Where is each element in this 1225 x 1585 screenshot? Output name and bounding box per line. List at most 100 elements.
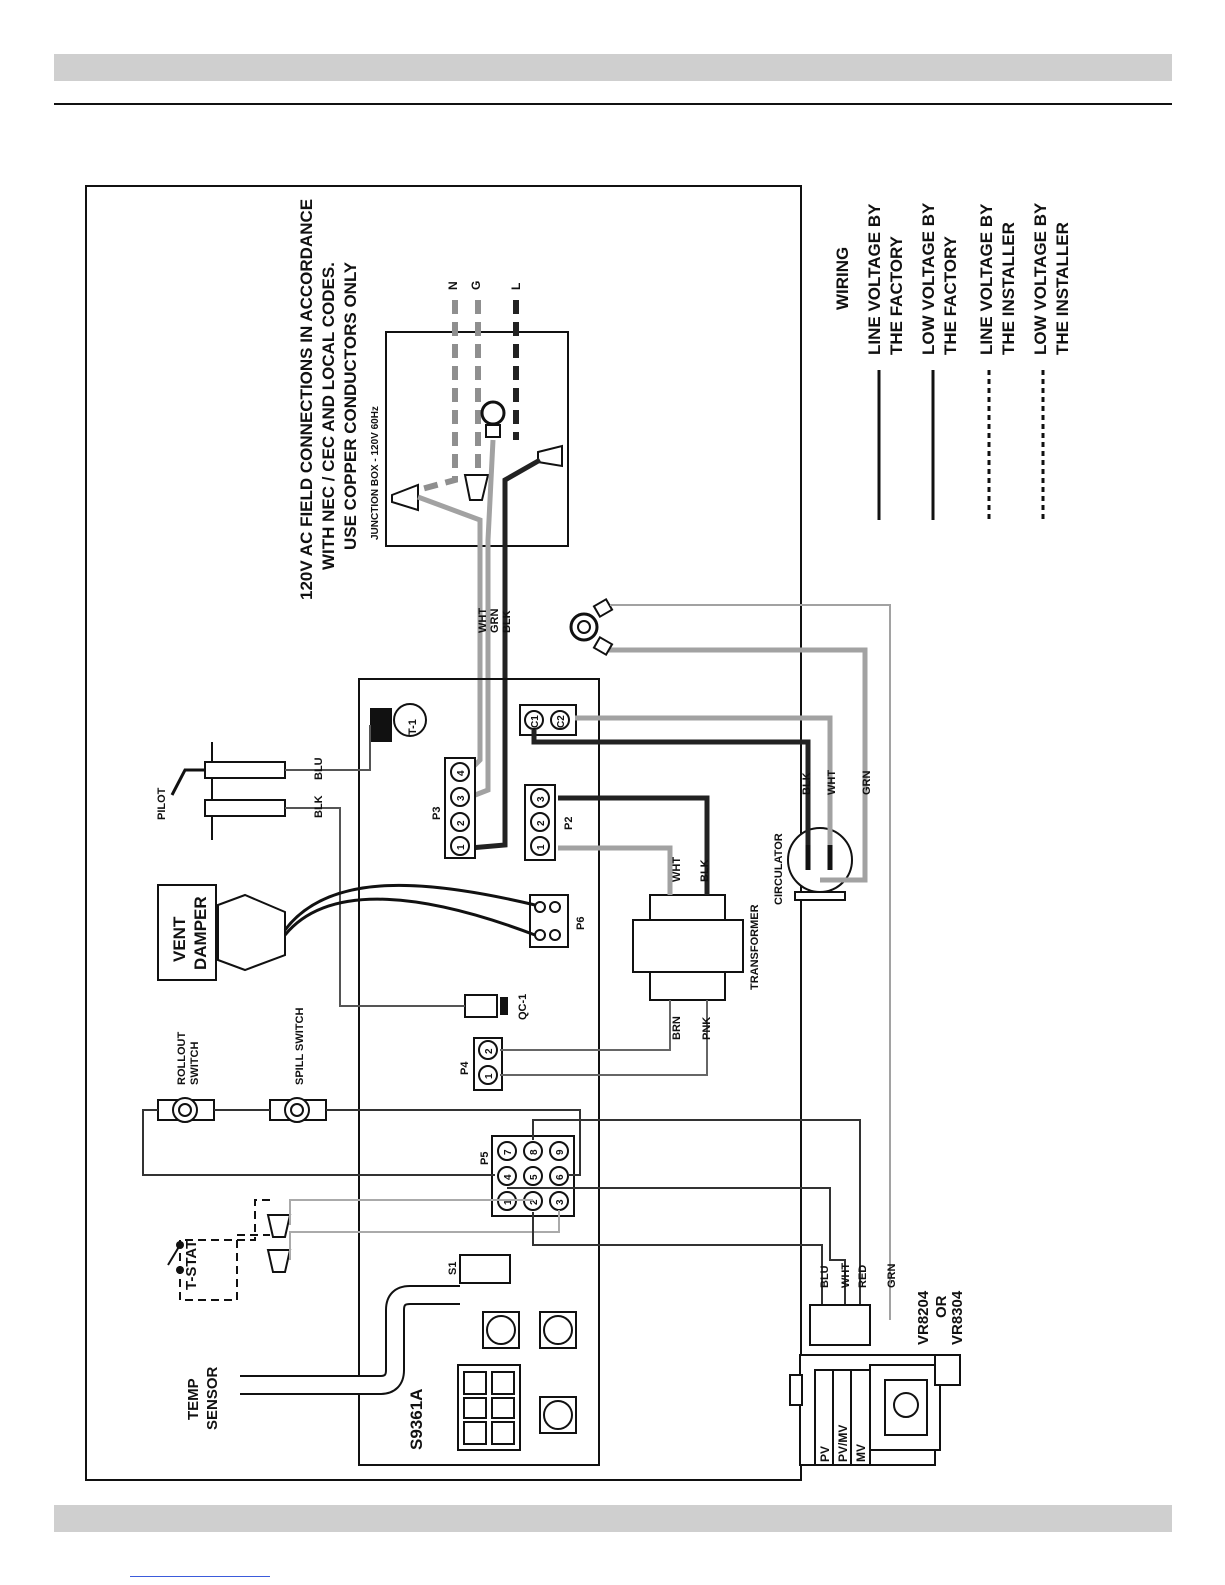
p3-pin-2: 2 bbox=[456, 820, 467, 826]
control-board bbox=[358, 678, 600, 1466]
p2-pin-1: 1 bbox=[536, 844, 547, 850]
p5-pin-7: 7 bbox=[503, 1149, 514, 1155]
legend-item-2-line1: LOW VOLTAGE BY bbox=[919, 202, 938, 355]
c1-label: C1 bbox=[530, 715, 541, 728]
wire-label-blu-pilot: BLU bbox=[313, 757, 325, 780]
wire-label-grn-1: GRN bbox=[489, 609, 501, 634]
p2-pin-2: 2 bbox=[536, 820, 547, 826]
installer-line-wires bbox=[417, 300, 519, 493]
legend-item-1-line1: LINE VOLTAGE BY bbox=[865, 203, 884, 355]
wire-label-blk-pilot: BLK bbox=[313, 795, 325, 818]
wire-label-blk-1: BLK bbox=[501, 610, 513, 633]
p3-pin-3: 3 bbox=[456, 795, 467, 801]
wiring-legend: WIRING LINE VOLTAGE BY THE FACTORY LOW V… bbox=[833, 202, 1072, 520]
temp-sensor-label-1: TEMP bbox=[185, 1378, 202, 1420]
valve-pvmv-label: PV/MV bbox=[836, 1425, 850, 1462]
board-label: S9361A bbox=[407, 1389, 426, 1450]
p5-pin-4: 4 bbox=[503, 1174, 514, 1180]
legend-item-2-line2: THE FACTORY bbox=[941, 235, 960, 355]
p5-pin-2: 2 bbox=[529, 1199, 540, 1205]
wire-label-wht-1: WHT bbox=[477, 608, 489, 633]
rollout-label-1: ROLLOUT bbox=[176, 1032, 188, 1085]
wire-label-grn-circulator: GRN bbox=[861, 771, 873, 796]
field-note-line3: USE COPPER CONDUCTORS ONLY bbox=[341, 261, 360, 550]
p4-pin-2: 2 bbox=[484, 1048, 495, 1054]
c2-label: C2 bbox=[556, 715, 567, 728]
pilot-label: PILOT bbox=[156, 787, 168, 820]
wire-label-brn: BRN bbox=[671, 1016, 683, 1040]
p2-pin-3: 3 bbox=[536, 796, 547, 802]
legend-title: WIRING bbox=[833, 247, 852, 310]
wire-label-blk-circulator: BLK bbox=[801, 772, 813, 795]
wire-nuts bbox=[391, 444, 563, 512]
field-note-line1: 120V AC FIELD CONNECTIONS IN ACCORDANCE bbox=[297, 199, 316, 600]
wire-label-wht-circulator: WHT bbox=[826, 770, 838, 795]
valve-model-label-1: VR8204 bbox=[915, 1290, 932, 1345]
s1-connector bbox=[459, 1254, 511, 1284]
valve-model-label-2: OR bbox=[933, 1295, 950, 1318]
p3-label: P3 bbox=[431, 807, 443, 820]
p5-pin-5: 5 bbox=[529, 1174, 540, 1180]
circulator-label: CIRCULATOR bbox=[773, 833, 785, 905]
vent-damper-label-1: VENT bbox=[170, 916, 189, 962]
p4-pin-1: 1 bbox=[484, 1073, 495, 1079]
wire-label-pnk: PNK bbox=[701, 1017, 713, 1040]
p6-connector bbox=[529, 894, 569, 948]
gas-valve bbox=[789, 1304, 961, 1466]
legend-item-3-line2: THE INSTALLER bbox=[999, 222, 1018, 355]
p5-pin-6: 6 bbox=[555, 1174, 566, 1180]
p5-pin-8: 8 bbox=[529, 1149, 540, 1155]
transformer-label: TRANSFORMER bbox=[749, 904, 761, 990]
p5-pin-1: 1 bbox=[503, 1199, 514, 1205]
legend-item-4-line2: THE INSTALLER bbox=[1053, 222, 1072, 355]
wire-label-red-valve: RED bbox=[857, 1265, 869, 1288]
vent-damper-cable bbox=[283, 883, 536, 937]
legend-item-1-line2: THE FACTORY bbox=[887, 235, 906, 355]
qc1-connector bbox=[464, 994, 508, 1018]
p5-pin-9: 9 bbox=[555, 1149, 566, 1155]
diagram-frame bbox=[85, 185, 802, 1481]
p2-label: P2 bbox=[563, 817, 575, 830]
wire-label-wht-transformer: WHT bbox=[671, 857, 683, 882]
junction-n-label: N bbox=[446, 281, 460, 290]
junction-box-label: JUNCTION BOX - 120V 60Hz bbox=[370, 406, 381, 540]
temp-sensor-probe bbox=[240, 1287, 460, 1393]
pilot-assembly bbox=[170, 742, 286, 840]
spill-switch bbox=[269, 1097, 327, 1123]
legend-item-3-line1: LINE VOLTAGE BY bbox=[977, 203, 996, 355]
valve-mv-label: MV bbox=[854, 1444, 868, 1462]
p3-pin-1: 1 bbox=[456, 844, 467, 850]
s1-label: S1 bbox=[447, 1262, 459, 1275]
circulator-pump bbox=[787, 827, 853, 901]
footer-band bbox=[54, 1505, 1172, 1532]
board-display bbox=[457, 1364, 521, 1451]
tstat-assembly bbox=[167, 1199, 560, 1301]
p6-label: P6 bbox=[575, 917, 587, 930]
t1-label: T-1 bbox=[407, 719, 419, 735]
wire-label-wht-valve: WHT bbox=[840, 1263, 852, 1288]
temp-sensor-label-2: SENSOR bbox=[204, 1366, 221, 1430]
p4-label: P4 bbox=[459, 1061, 471, 1075]
p3-pin-4: 4 bbox=[456, 770, 467, 776]
board-buttons bbox=[482, 1311, 577, 1434]
ground-screw-icon bbox=[569, 597, 614, 657]
qc1-label: QC-1 bbox=[517, 994, 529, 1020]
valve-model-label-3: VR8304 bbox=[949, 1290, 966, 1345]
wire-label-blk-transformer: BLK bbox=[699, 859, 711, 882]
transformer bbox=[632, 894, 744, 1001]
rollout-switch bbox=[157, 1097, 215, 1123]
legend-item-4-line1: LOW VOLTAGE BY bbox=[1031, 202, 1050, 355]
tstat-label: T-STAT bbox=[183, 1240, 200, 1290]
wire-label-blu-valve: BLU bbox=[819, 1265, 831, 1288]
rollout-label-2: SWITCH bbox=[189, 1042, 201, 1085]
field-note-line2: WITH NEC / CEC AND LOCAL CODES. bbox=[319, 262, 338, 570]
junction-g-label: G bbox=[469, 281, 483, 290]
footer-link-underline bbox=[130, 1576, 270, 1577]
spill-switch-label: SPILL SWITCH bbox=[294, 1008, 306, 1085]
header-rule bbox=[54, 103, 1172, 105]
p5-pin-3: 3 bbox=[555, 1199, 566, 1205]
junction-l-label: L bbox=[509, 283, 523, 290]
field-note: 120V AC FIELD CONNECTIONS IN ACCORDANCE … bbox=[297, 199, 360, 600]
vent-damper-box bbox=[157, 884, 217, 981]
